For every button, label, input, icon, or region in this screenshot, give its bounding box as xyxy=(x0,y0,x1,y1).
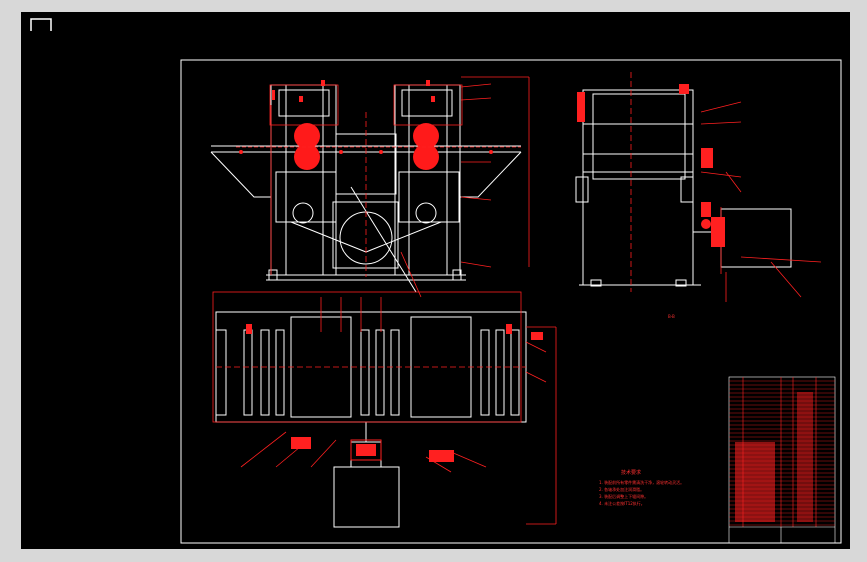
top-view-markers xyxy=(246,324,543,462)
note-line: 4. 未注公差按IT12执行。 xyxy=(599,500,645,506)
top-view-annotations xyxy=(212,291,557,525)
front-view-rollers xyxy=(294,123,439,170)
cad-viewport[interactable]: 技术要求 1. 装配前所有零件需清洗干净，滚轮转动灵活。 2. 各轴承处加注润滑… xyxy=(21,12,850,549)
note-line: 2. 各轴承处加注润滑脂。 xyxy=(599,486,644,492)
sheet-border xyxy=(180,59,842,544)
view-label-top: B-B xyxy=(668,314,675,319)
technical-notes: 技术要求 1. 装配前所有零件需清洗干净，滚轮转动灵活。 2. 各轴承处加注润滑… xyxy=(599,469,684,506)
title-block-fill xyxy=(735,392,813,522)
notes-title: 技术要求 xyxy=(621,469,641,476)
ucs-icon xyxy=(30,18,52,31)
front-view-markers xyxy=(239,80,493,154)
note-line: 1. 装配前所有零件需清洗干净，滚轮转动灵活。 xyxy=(599,479,684,485)
note-line: 3. 装配后调整上下辊间隙。 xyxy=(599,493,648,499)
side-view xyxy=(575,89,792,287)
drawing-sheet: 技术要求 1. 装配前所有零件需清洗干净，滚轮转动灵活。 2. 各轴承处加注润滑… xyxy=(180,59,842,544)
side-view-markers xyxy=(577,84,725,247)
front-view-annotations xyxy=(236,76,530,298)
side-view-annotations xyxy=(630,72,822,302)
title-block xyxy=(728,376,836,544)
top-view xyxy=(215,311,527,528)
